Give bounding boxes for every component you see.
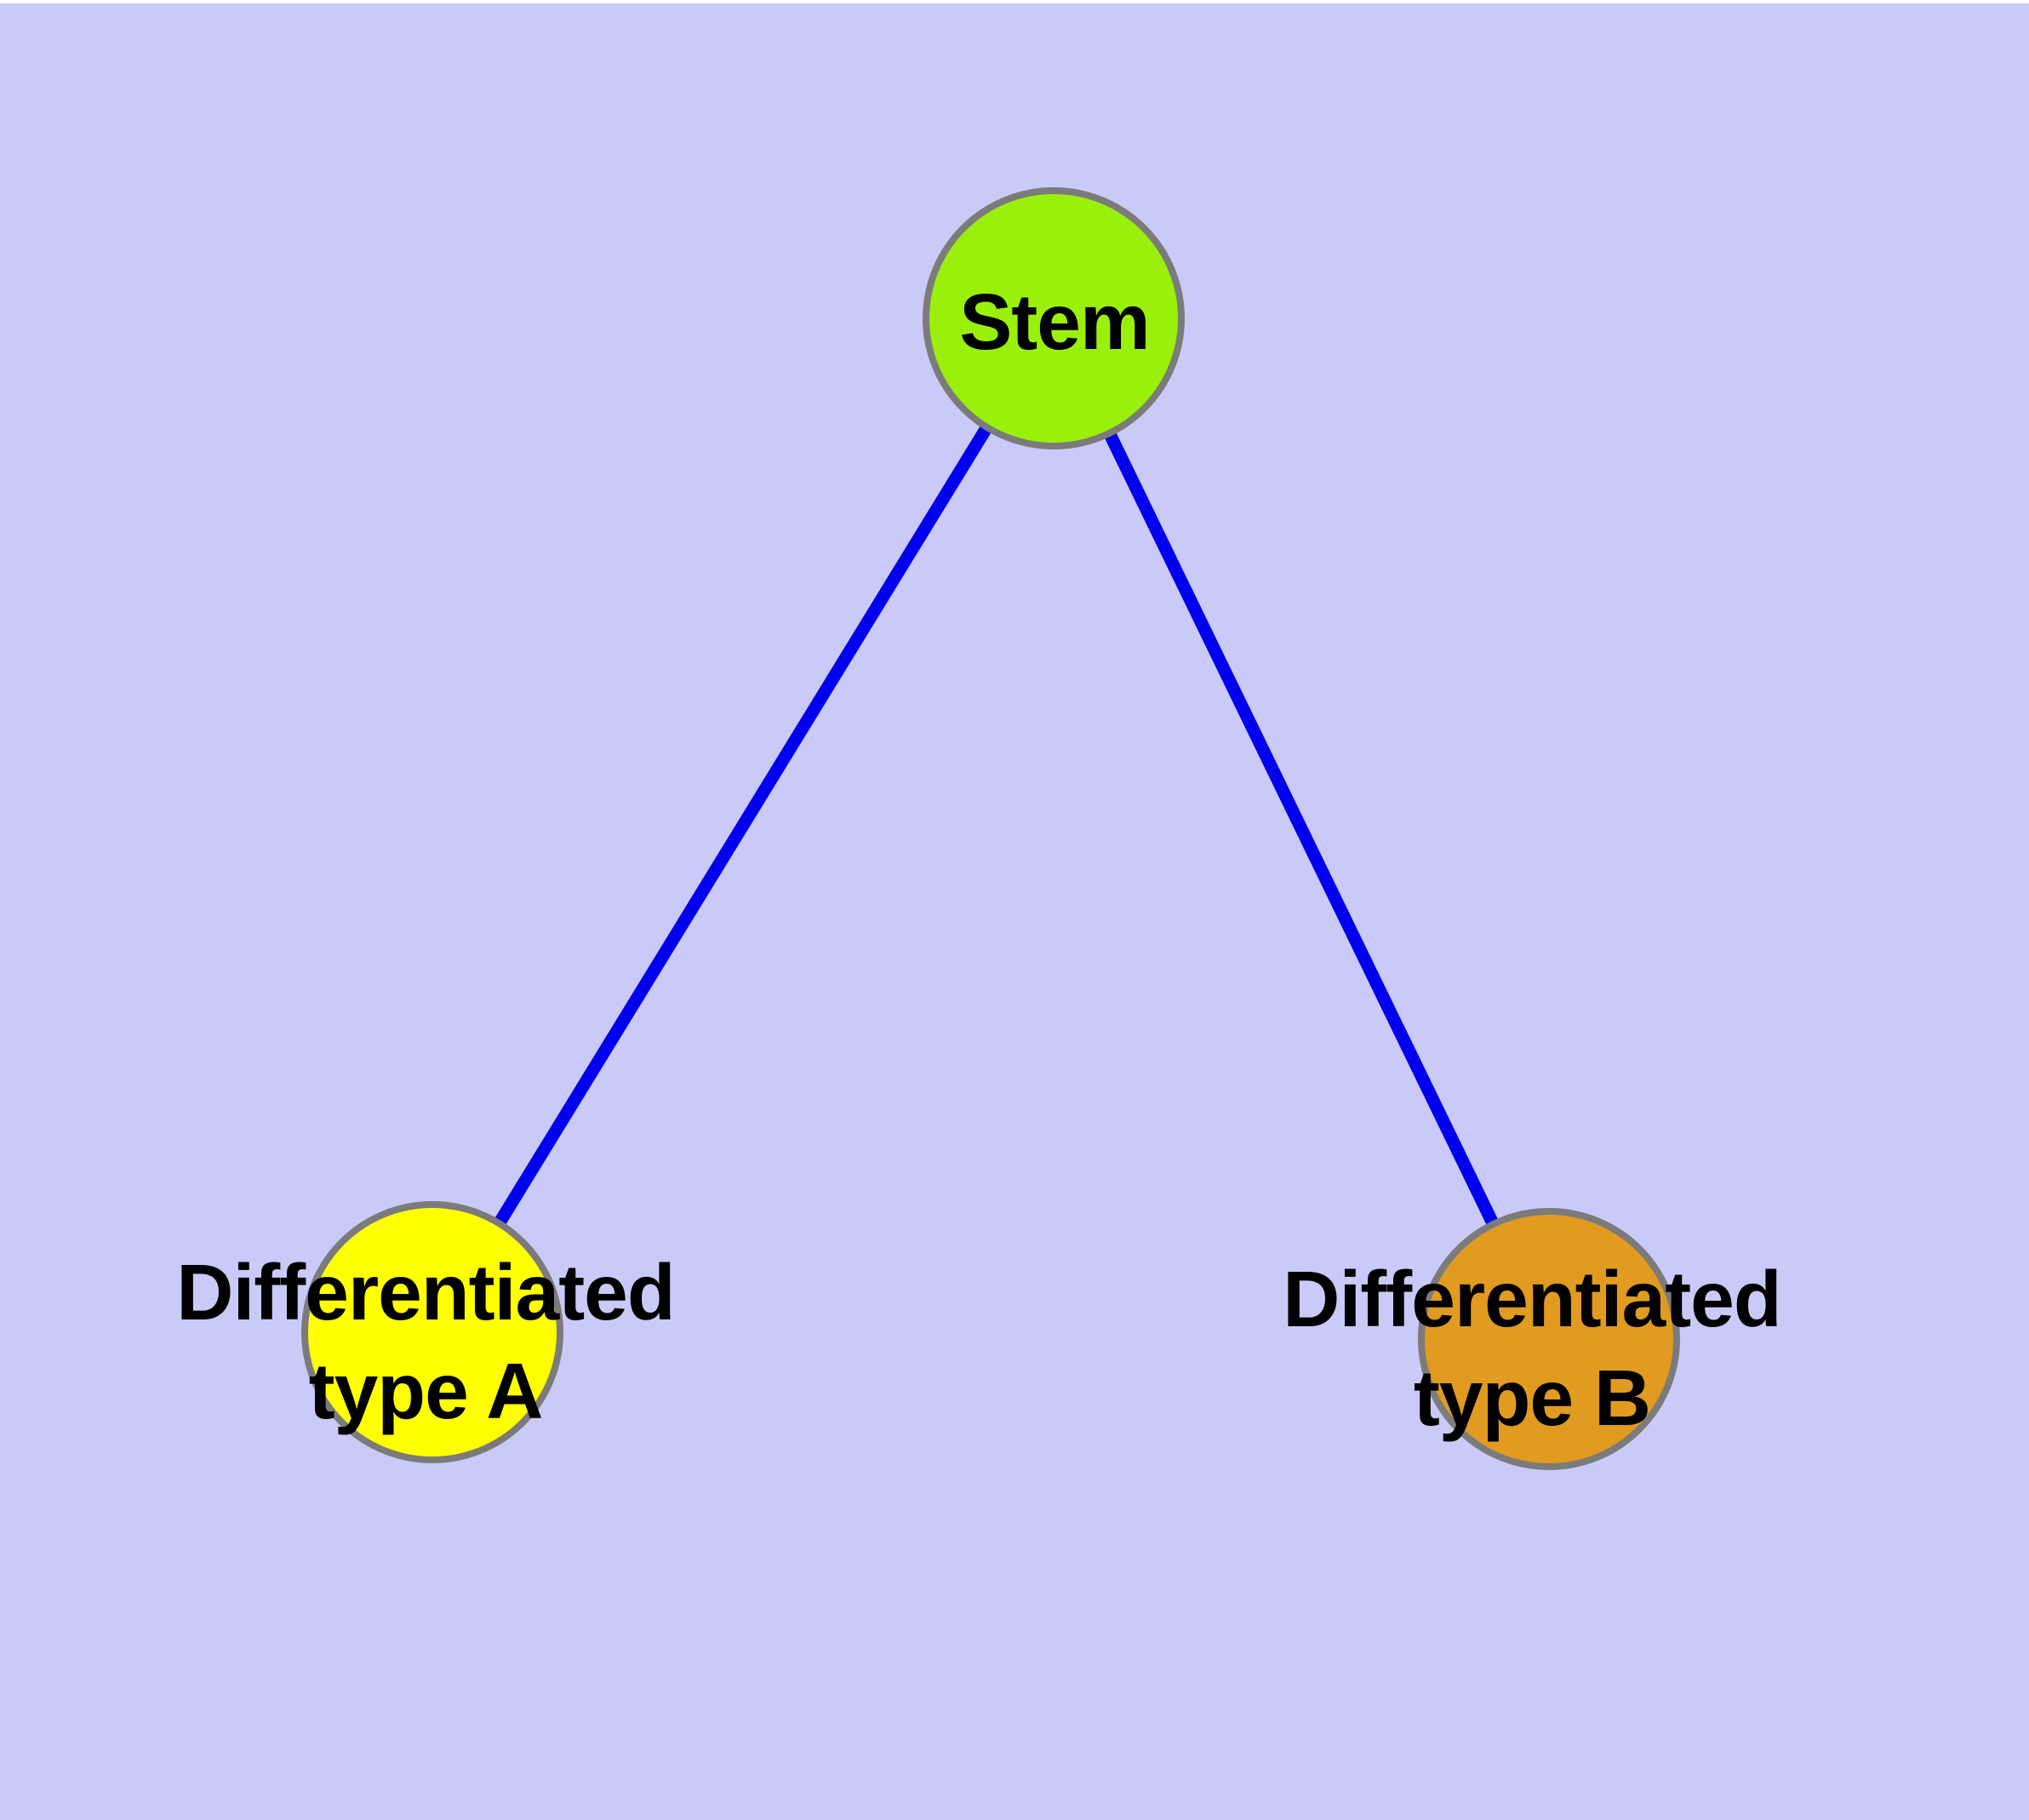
node-type-b-label-line2: type B: [1414, 1354, 1650, 1442]
node-type-a-label-line1: Differentiated: [176, 1248, 674, 1336]
node-stem: [923, 187, 1185, 449]
node-differentiated-type-b: [1418, 1208, 1680, 1470]
node-type-a-label-line2: type A: [309, 1347, 543, 1435]
node-type-b-label-line1: Differentiated: [1283, 1255, 1780, 1343]
edge-stem-to-type-b: [1048, 315, 1555, 1342]
edge-stem-to-type-a: [426, 315, 1060, 1336]
node-stem-label: Stem: [959, 278, 1149, 366]
node-differentiated-type-a: [301, 1201, 563, 1463]
top-margin-strip: [0, 0, 2029, 3]
